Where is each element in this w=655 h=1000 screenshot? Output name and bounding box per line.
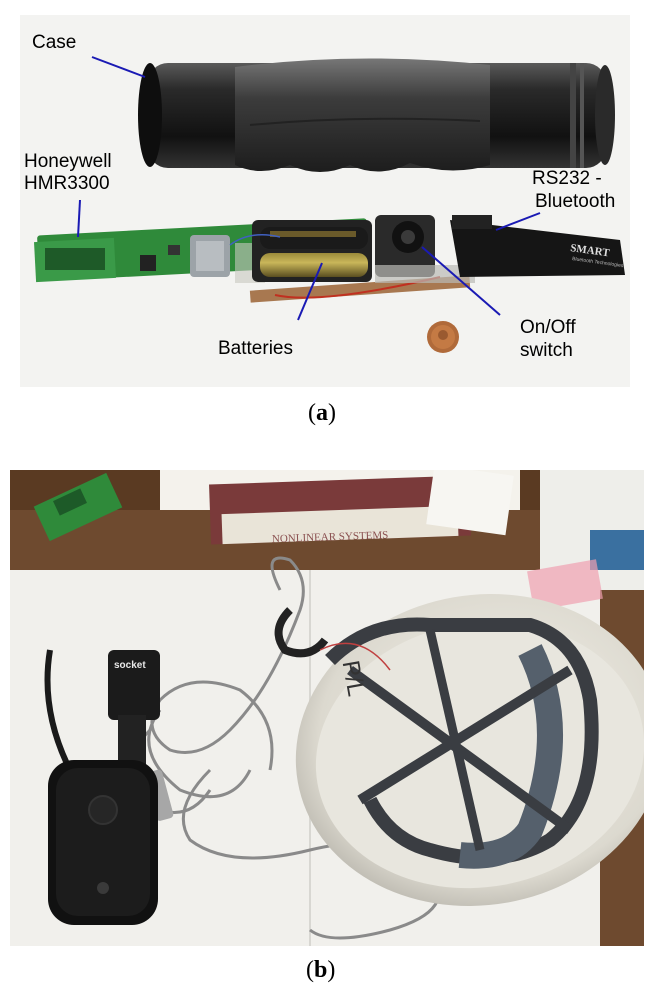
leader-line-honeywell [77,199,81,238]
penny-coin [427,321,459,353]
leader-line-batteries [297,262,323,321]
socket-brand-text: socket [114,660,146,671]
caption-a: (a) [308,400,336,426]
label-case: Case [32,32,77,53]
leader-line-onoff [421,246,501,316]
label-batteries: Batteries [218,338,293,359]
green-board [33,472,123,542]
bluetooth-dongle: SMART Bluetooth Technologies [450,215,625,277]
caption-b: (b) [306,957,336,983]
smart-logo-text: SMART [570,242,611,259]
label-honeywell-line1: Honeywell [24,151,112,172]
book-and-papers: NONLINEAR SYSTEMS [160,470,644,590]
photo-panel-b: NONLINEAR SYSTEMS socket [10,470,644,946]
leader-lines [77,56,541,321]
label-onoff-line1: On/Off [520,317,576,338]
label-onoff-line2: switch [520,340,573,361]
on-off-switch [375,215,475,283]
leader-line-bluetooth [495,212,541,231]
helmet-marking-text: P/L [337,658,370,698]
black-pouch [48,760,158,925]
photo-panel-a: SMART Bluetooth Technologies Case Honeyw… [20,15,630,387]
hard-hat: P/L [274,594,644,906]
leader-line-case [91,56,146,78]
helmet-photo-b: NONLINEAR SYSTEMS socket [10,470,644,946]
case-tube [138,58,615,172]
label-honeywell-line2: HMR3300 [24,173,110,194]
device-photo-a: SMART Bluetooth Technologies [34,56,625,353]
label-rs232-line1: RS232 - [532,168,602,189]
label-rs232-line2: Bluetooth [535,191,616,212]
book-title-text: NONLINEAR SYSTEMS [272,529,389,545]
